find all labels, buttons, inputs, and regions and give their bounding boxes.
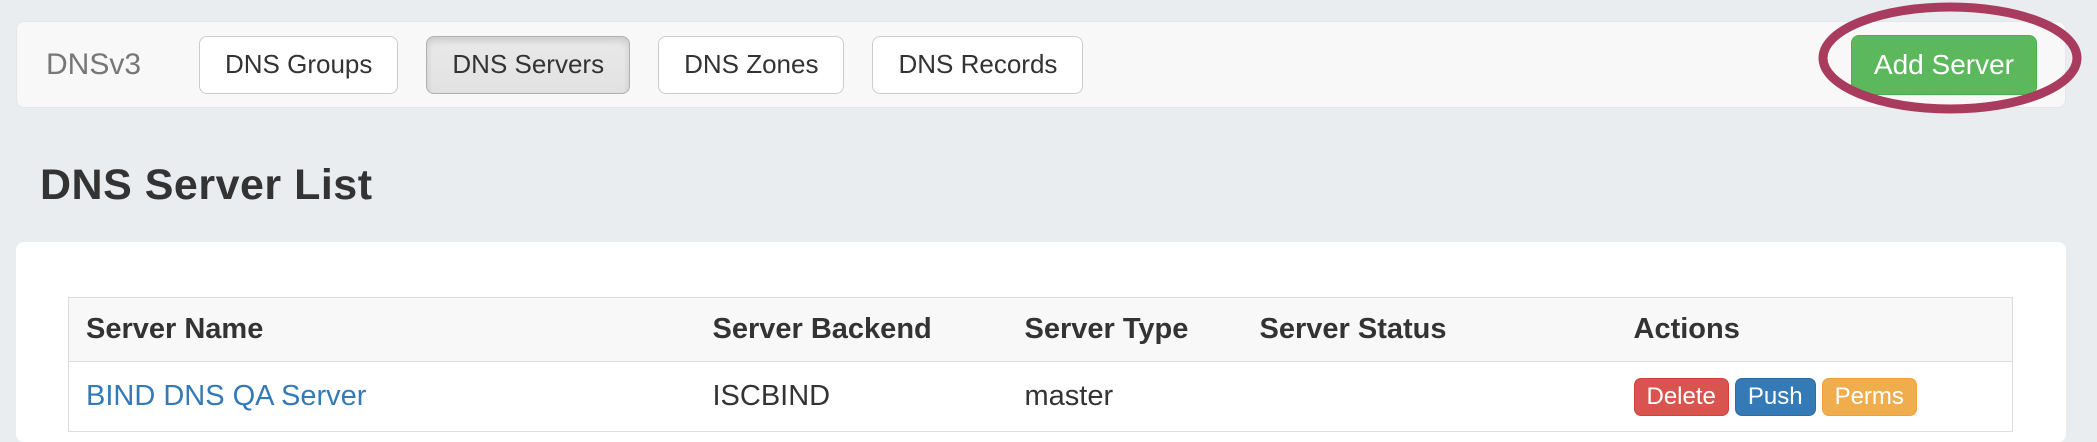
tab-dns-records[interactable]: DNS Records xyxy=(872,35,1084,94)
table-header-row: Server Name Server Backend Server Type S… xyxy=(68,297,2013,362)
delete-button[interactable]: Delete xyxy=(1633,377,1729,416)
col-header-server-backend: Server Backend xyxy=(695,297,1008,362)
cell-server-type: master xyxy=(1024,380,1114,412)
page-title: DNS Server List xyxy=(40,161,373,209)
cell-actions: Delete Push Perms xyxy=(1617,362,2013,432)
cell-server-name: BIND DNS QA Server xyxy=(69,362,696,432)
col-header-actions: Actions xyxy=(1616,297,2013,362)
server-list-card: Server Name Server Backend Server Type S… xyxy=(16,242,2066,442)
add-server-button[interactable]: Add Server xyxy=(1850,34,2037,95)
table-row: BIND DNS QA Server ISCBIND master Delete… xyxy=(68,361,2013,432)
push-button[interactable]: Push xyxy=(1734,377,1816,416)
actions-group: Delete Push Perms xyxy=(1633,377,1996,416)
col-header-server-type: Server Type xyxy=(1007,297,1243,362)
tab-dns-zones[interactable]: DNS Zones xyxy=(658,35,845,94)
tab-dns-groups[interactable]: DNS Groups xyxy=(199,35,399,94)
app-brand: DNSv3 xyxy=(46,47,142,81)
navbar: DNSv3 DNS Groups DNS Servers DNS Zones D… xyxy=(16,21,2066,108)
server-table: Server Name Server Backend Server Type S… xyxy=(68,297,2013,432)
cell-server-status xyxy=(1243,362,1617,432)
server-name-link[interactable]: BIND DNS QA Server xyxy=(86,380,367,412)
col-header-server-name: Server Name xyxy=(68,297,696,362)
nav-tab-group: DNS Groups DNS Servers DNS Zones DNS Rec… xyxy=(199,35,1084,94)
cell-server-backend: ISCBIND xyxy=(712,380,831,412)
col-header-server-status: Server Status xyxy=(1242,297,1617,362)
tab-dns-servers[interactable]: DNS Servers xyxy=(426,35,631,94)
perms-button[interactable]: Perms xyxy=(1821,377,1917,416)
